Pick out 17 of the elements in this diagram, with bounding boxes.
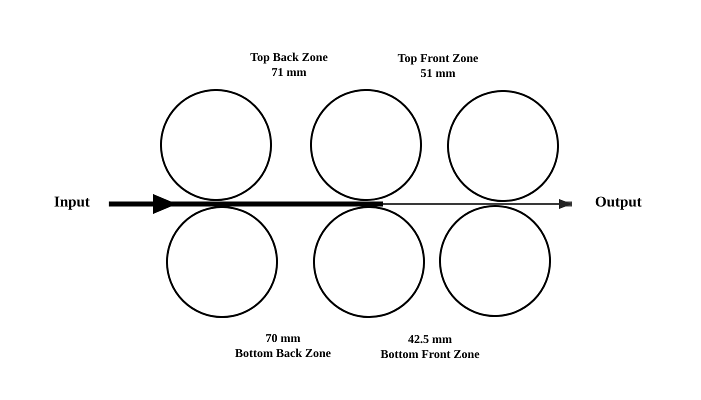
arrow [108, 194, 572, 214]
dimension-label: 71 mm [272, 66, 306, 78]
dimension-label: 51 mm [420, 67, 456, 79]
roller-circle [166, 206, 278, 318]
roller-circle [439, 205, 551, 317]
dimension-label: 70 mm [266, 332, 300, 344]
flow-label: Output [595, 194, 642, 212]
zone-label: Top Front Zone [398, 52, 478, 64]
roller-circle [160, 89, 272, 201]
zone-label: Top Back Zone [250, 51, 328, 63]
flow-label: Input [54, 194, 90, 212]
roller-circle [310, 89, 422, 201]
roller-circle [313, 206, 425, 318]
roller-circle [447, 90, 559, 202]
zone-label: Bottom Back Zone [235, 347, 331, 359]
dimension-label: 42.5 mm [408, 333, 452, 345]
zone-label: Bottom Front Zone [380, 348, 480, 360]
